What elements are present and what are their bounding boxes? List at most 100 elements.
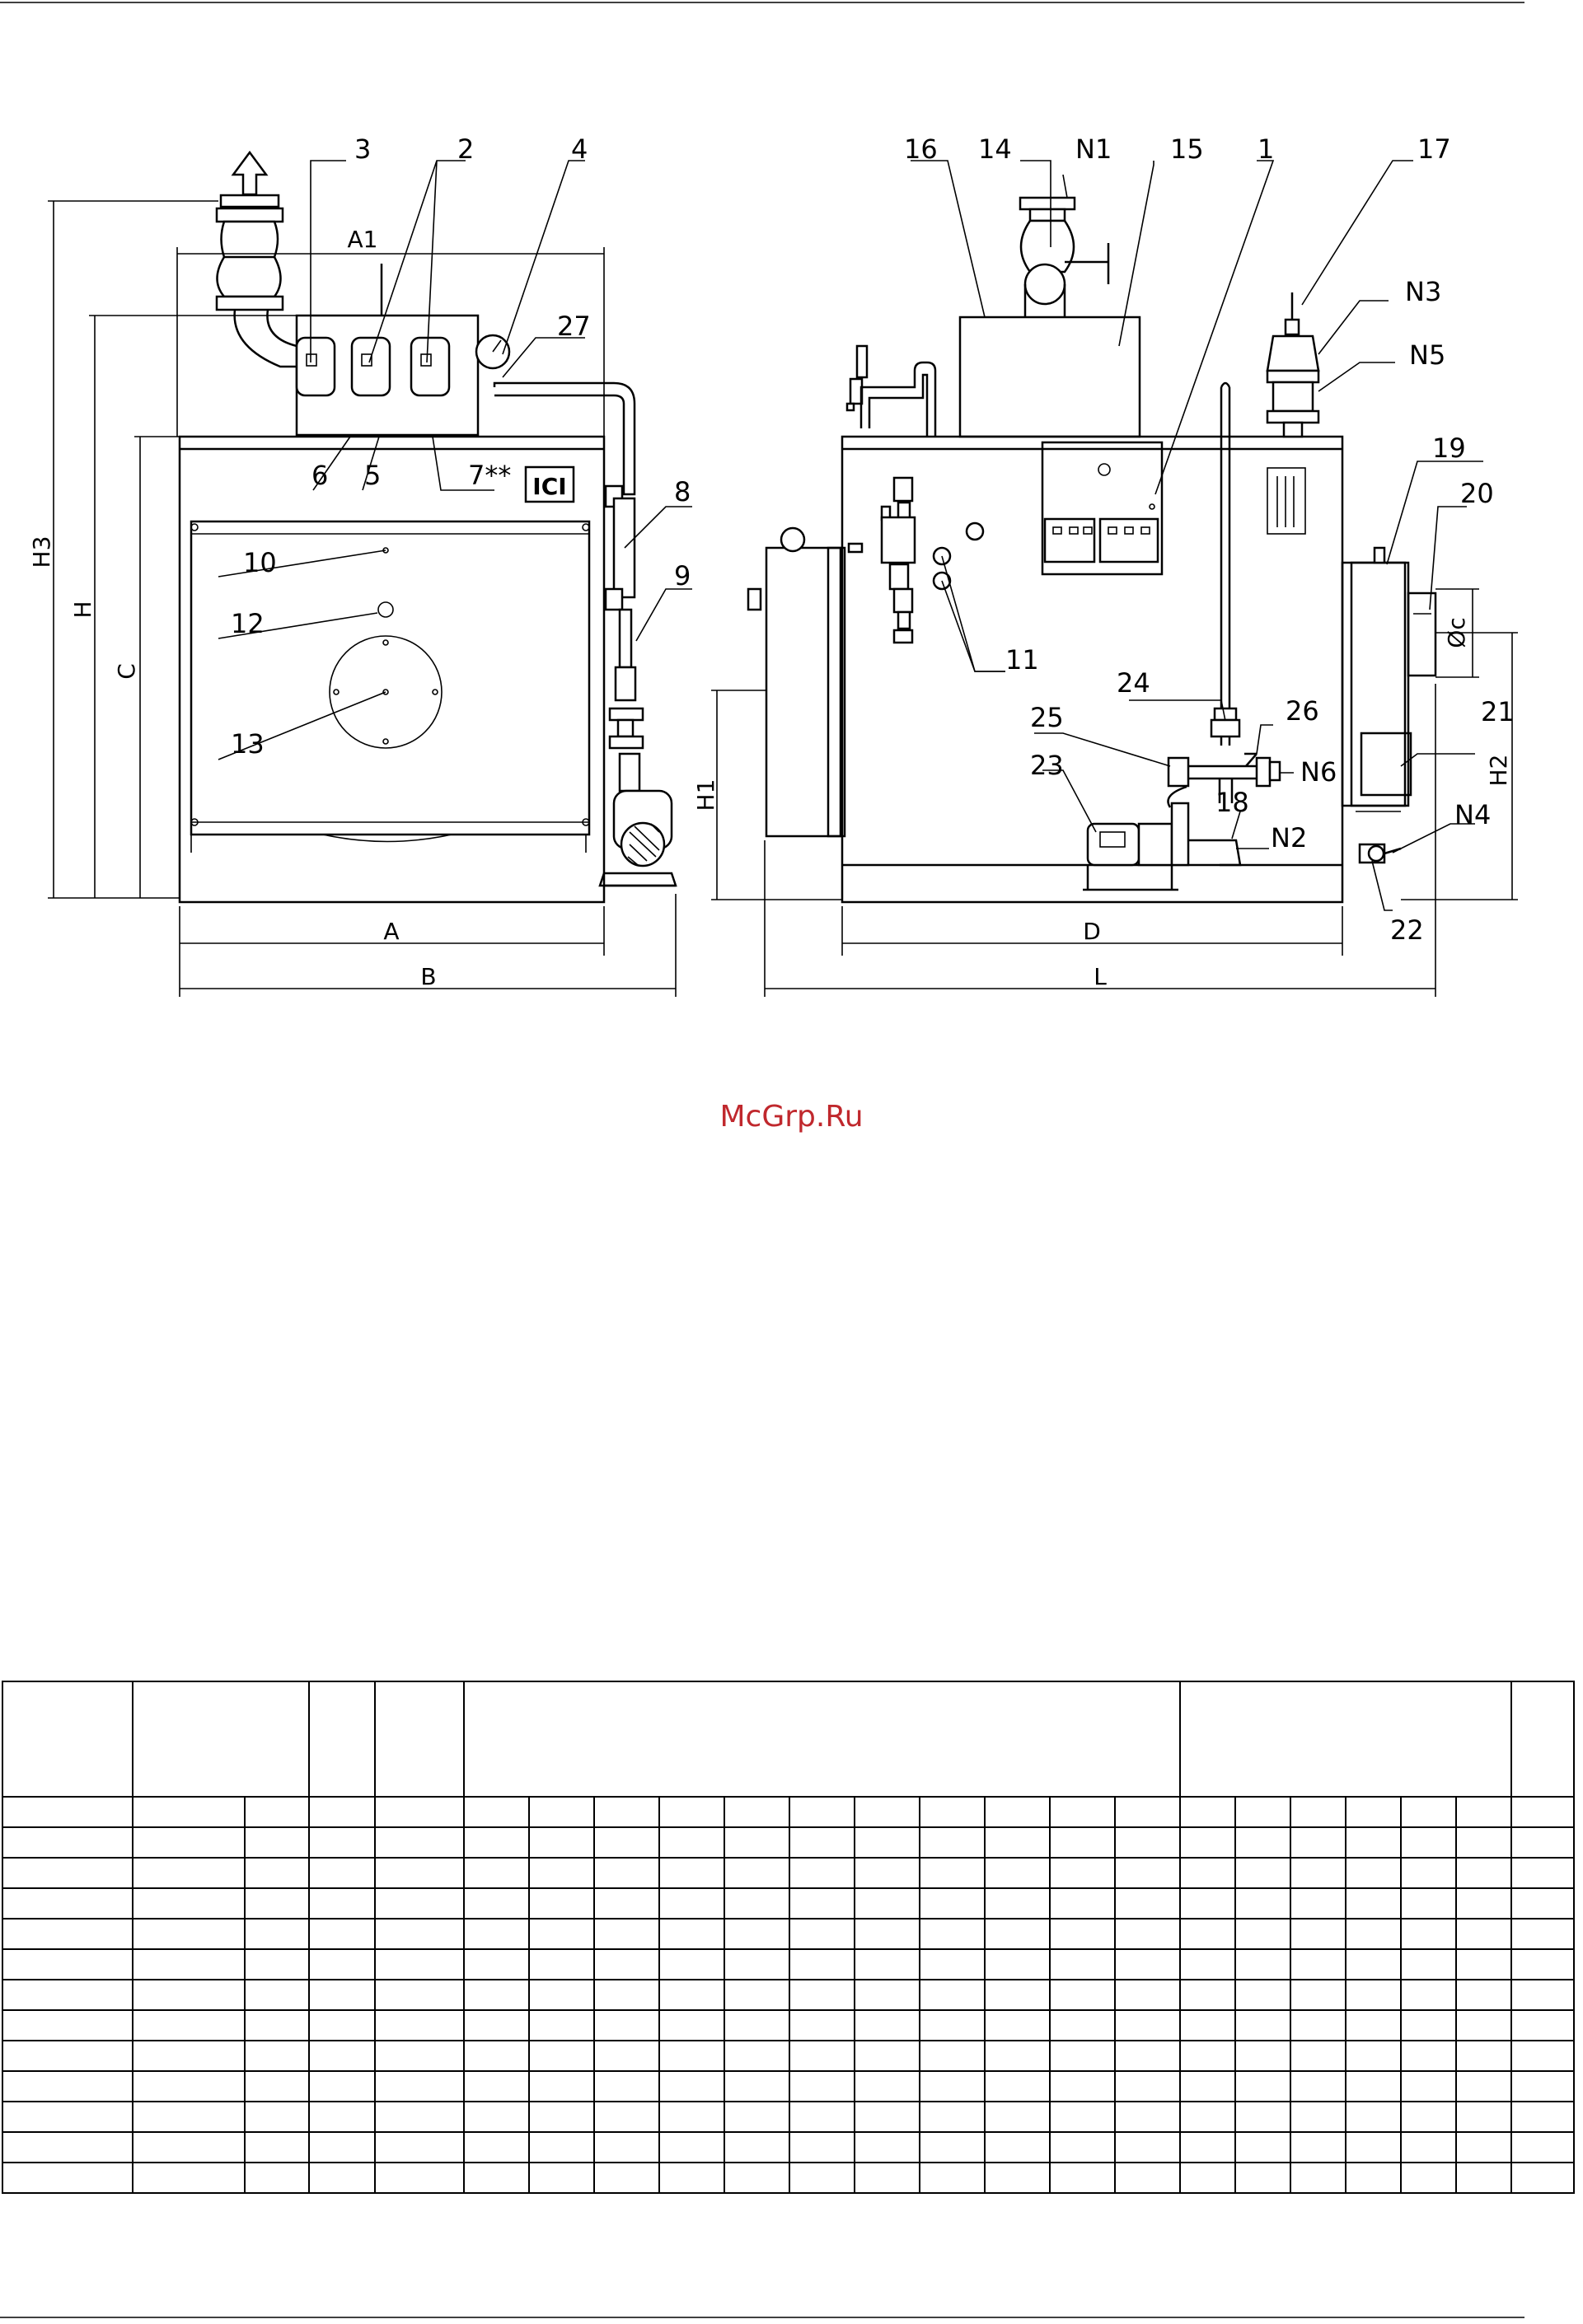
table-cell (1179, 1857, 1236, 1889)
table-cell (1510, 1826, 1575, 1859)
table-cell (919, 2162, 986, 2194)
table-cell (1290, 1857, 1346, 1889)
table-cell (854, 2009, 920, 2041)
front-panel (190, 520, 591, 836)
callout-n5: N5 (1409, 339, 1445, 371)
table-cell (308, 1948, 376, 1980)
callout-n6: N6 (1300, 756, 1337, 788)
callout-23: 23 (1030, 750, 1064, 781)
table-cell (1455, 1918, 1512, 1950)
table-cell (463, 2040, 530, 2072)
table-cell (132, 2040, 246, 2072)
table-cell (244, 2101, 310, 2133)
table-cell (724, 2101, 790, 2133)
table-cell (724, 2009, 790, 2041)
table-cell (528, 1826, 595, 1859)
table-cell (463, 1857, 530, 1889)
table-cell (1455, 2131, 1512, 2163)
table-cell (1114, 2009, 1181, 2041)
table-cell (1179, 1948, 1236, 1980)
callout-18: 18 (1215, 787, 1249, 818)
table-cell (132, 2162, 246, 2194)
table-cell (244, 1918, 310, 1950)
callout-10: 10 (243, 547, 277, 578)
table-cell (1290, 1796, 1346, 1828)
table-cell (374, 1918, 465, 1950)
dim-d: D (1083, 918, 1101, 945)
burner-plate-13 (329, 635, 443, 749)
dim-b: B (420, 963, 436, 990)
table-cell (1345, 1918, 1402, 1950)
table-header-cell (463, 1681, 1181, 1798)
table-cell (528, 2162, 595, 2194)
table-cell (1049, 1887, 1116, 1920)
table-cell (984, 1918, 1051, 1950)
table-cell (463, 1979, 530, 2011)
table-cell (984, 1887, 1051, 1920)
table-cell (1049, 1826, 1116, 1859)
table-cell (1114, 1918, 1181, 1950)
table-cell (593, 1918, 660, 1950)
table-cell (308, 2162, 376, 2194)
table-cell (658, 2070, 725, 2102)
table-cell (2, 1826, 133, 1859)
ici-logo (524, 465, 575, 503)
table-cell (658, 2162, 725, 2194)
ici-logo-text: ICI (532, 473, 566, 500)
table-cell (1510, 1948, 1575, 1980)
table-cell (1345, 1796, 1402, 1828)
table-cell (132, 1857, 246, 1889)
table-row (2, 2162, 1575, 2194)
table-cell (1400, 2162, 1457, 2194)
table-cell (1345, 1887, 1402, 1920)
table-cell (593, 2162, 660, 2194)
table-cell (528, 2040, 595, 2072)
table-cell (1234, 2009, 1291, 2041)
callout-5: 5 (364, 460, 381, 491)
table-header-cell (132, 1681, 310, 1798)
callout-16: 16 (904, 133, 938, 165)
table-cell (463, 1826, 530, 1859)
callout-17: 17 (1417, 133, 1451, 165)
table-cell (132, 1918, 246, 1950)
table-cell (308, 2070, 376, 2102)
table-cell (658, 1857, 725, 1889)
table-cell (658, 2009, 725, 2041)
table-cell (984, 2070, 1051, 2102)
table-cell (1179, 1796, 1236, 1828)
table-cell (308, 1826, 376, 1859)
table-cell (919, 1887, 986, 1920)
table-cell (244, 1887, 310, 1920)
table-cell (984, 2040, 1051, 2072)
table-row (2, 2040, 1575, 2072)
table-cell (984, 1857, 1051, 1889)
table-row (2, 1857, 1575, 1889)
table-cell (374, 1826, 465, 1859)
table-cell (1290, 1979, 1346, 2011)
table-cell (528, 1887, 595, 1920)
table-cell (1114, 1979, 1181, 2011)
table-cell (2, 1796, 133, 1828)
callout-7: 7** (468, 460, 511, 491)
table-cell (854, 1826, 920, 1859)
table-cell (244, 1796, 310, 1828)
table-cell (1510, 1918, 1575, 1950)
table-cell (984, 1979, 1051, 2011)
table-cell (593, 1826, 660, 1859)
table-cell (1400, 2040, 1457, 2072)
side-view: 16 14 N1 15 1 17 N3 N5 19 20 11 24 26 25… (692, 133, 1518, 997)
table-cell (1345, 1948, 1402, 1980)
table-cell (528, 1857, 595, 1889)
callout-12: 12 (231, 608, 265, 639)
table-cell (244, 2070, 310, 2102)
table-cell (1455, 1857, 1512, 1889)
dim-h: H (69, 601, 96, 618)
table-cell (528, 2009, 595, 2041)
table-cell (1345, 2101, 1402, 2133)
table-cell (374, 1796, 465, 1828)
table-cell (1049, 1948, 1116, 1980)
table-row (2, 1887, 1575, 1920)
table-cell (724, 1796, 790, 1828)
table-cell (1234, 2070, 1291, 2102)
table-cell (1510, 2070, 1575, 2102)
